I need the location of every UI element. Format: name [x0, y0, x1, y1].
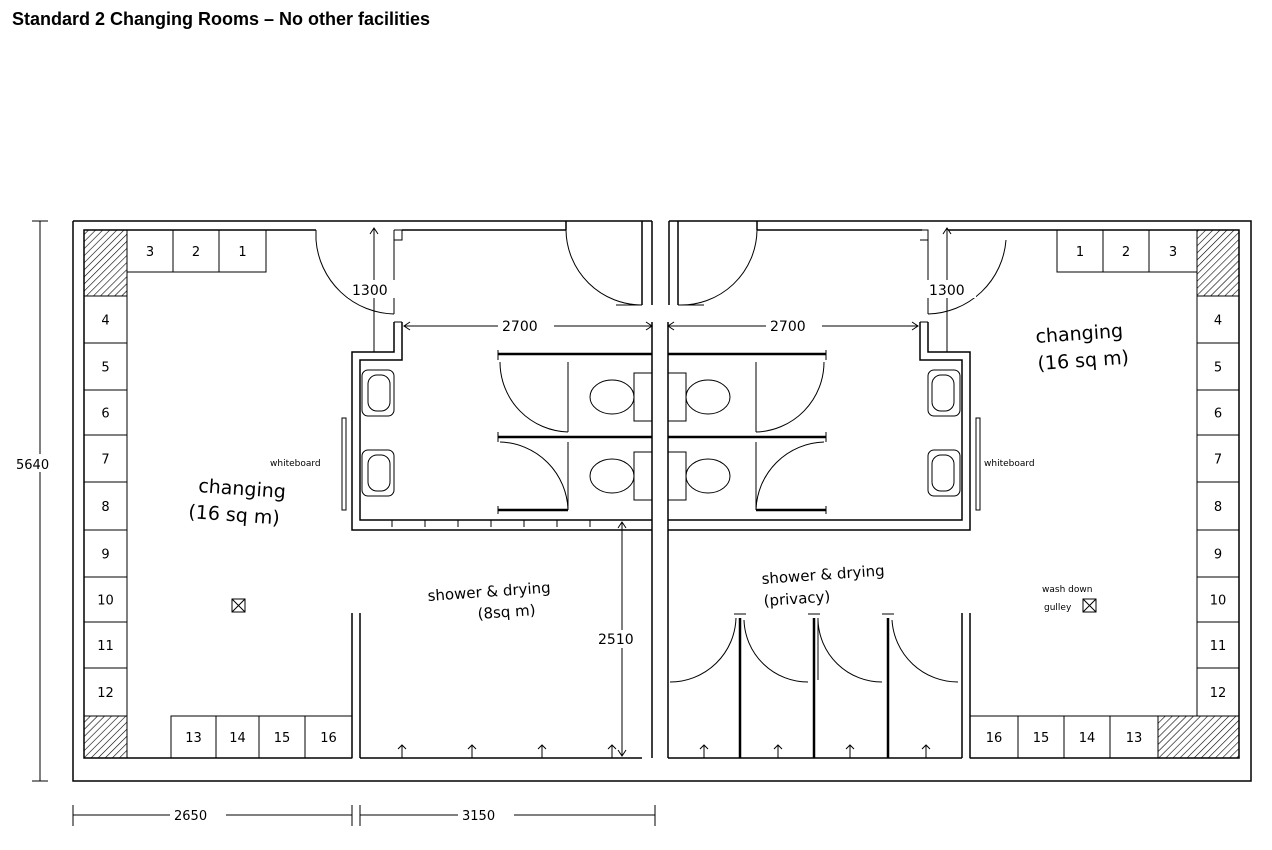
- left-locker-side-8-label: 12: [97, 686, 114, 701]
- right-locker-top-2: 3: [1148, 229, 1198, 273]
- dim-corridor-left: 1300: [352, 283, 388, 299]
- right-locker-bottom-2-label: 14: [1079, 731, 1096, 746]
- right-locker-bottom-3-label: 13: [1126, 731, 1143, 746]
- right-locker-top-0: 1: [1056, 229, 1104, 273]
- right-shower-label-2: (privacy): [763, 587, 831, 610]
- right-locker-side-6-label: 10: [1210, 594, 1227, 609]
- left-whiteboard-label: whiteboard: [270, 459, 321, 469]
- right-locker-bottom-1-label: 15: [1033, 731, 1050, 746]
- right-locker-bottom-2: 14: [1063, 715, 1111, 759]
- outer-walls: [72, 220, 1252, 782]
- left-locker-top-2: 1: [218, 229, 267, 273]
- dim-toilet-width-left: 2700: [502, 319, 538, 335]
- left-locker-side-5: 9: [83, 529, 128, 578]
- right-locker-bottom-0: 16: [969, 715, 1019, 759]
- right-locker-side-8: 12: [1196, 667, 1240, 717]
- right-locker-top-0-label: 1: [1076, 245, 1084, 260]
- left-locker-side-7-label: 11: [97, 639, 114, 654]
- dim-toilet-width-right: 2700: [770, 319, 806, 335]
- left-locker-side-3-label: 7: [101, 453, 109, 468]
- right-locker-side-5: 9: [1196, 529, 1240, 578]
- right-whiteboard-label: whiteboard: [984, 459, 1035, 469]
- right-locker-top-1: 2: [1102, 229, 1150, 273]
- page-title: Standard 2 Changing Rooms – No other fac…: [12, 9, 431, 29]
- right-locker-side-8-label: 12: [1210, 686, 1227, 701]
- left-locker-side-1: 5: [83, 342, 128, 391]
- right-changing-label-1: changing: [1035, 320, 1124, 348]
- left-locker-side-6-label: 10: [97, 594, 114, 609]
- left-locker-bottom-2: 15: [258, 715, 306, 759]
- left-locker-side-0: 4: [83, 295, 128, 344]
- left-locker-bottom-3: 16: [304, 715, 353, 759]
- right-locker-side-5-label: 9: [1214, 548, 1222, 563]
- toilet-block: [341, 350, 981, 514]
- right-locker-side-3-label: 7: [1214, 453, 1222, 468]
- whiteboard-right: [975, 417, 981, 511]
- left-locker-bottom-3-label: 16: [320, 731, 337, 746]
- left-locker-top-0-label: 3: [146, 245, 154, 260]
- left-locker-side-8: 12: [83, 667, 128, 717]
- right-locker-side-0-label: 4: [1214, 314, 1222, 329]
- right-locker-bottom-1: 15: [1017, 715, 1065, 759]
- left-shower-label-2: (8sq m): [477, 601, 536, 623]
- right-locker-side-3: 7: [1196, 434, 1240, 483]
- dim-bottom-left: 2650: [174, 809, 207, 824]
- floor-gulley-left: [231, 598, 246, 613]
- right-gulley-label-1: wash down: [1042, 585, 1092, 595]
- left-locker-top-0: 3: [126, 229, 174, 273]
- right-locker-side-1: 5: [1196, 342, 1240, 391]
- right-gulley-label-2: gulley: [1044, 603, 1072, 613]
- left-locker-side-0-label: 4: [101, 314, 109, 329]
- dim-bottom-right: 3150: [462, 809, 495, 824]
- left-changing-label-2: (16 sq m): [188, 501, 281, 529]
- right-changing-label-2: (16 sq m): [1037, 347, 1130, 375]
- left-locker-bottom-1: 14: [215, 715, 260, 759]
- left-locker-side-4-label: 8: [101, 500, 109, 515]
- right-locker-bottom-3: 13: [1109, 715, 1159, 759]
- dim-corridor-right: 1300: [929, 283, 965, 299]
- right-locker-side-0: 4: [1196, 295, 1240, 344]
- left-locker-bottom-2-label: 15: [274, 731, 291, 746]
- left-locker-bottom-0-label: 13: [185, 731, 202, 746]
- left-locker-bottom-0: 13: [170, 715, 217, 759]
- left-locker-top-1-label: 2: [192, 245, 200, 260]
- right-locker-side-6: 10: [1196, 576, 1240, 623]
- floor-gulley-right: [1082, 598, 1097, 613]
- left-locker-side-2-label: 6: [101, 407, 109, 422]
- doors: [315, 229, 1007, 315]
- right-locker-side-2: 6: [1196, 389, 1240, 436]
- left-locker-bottom-1-label: 14: [229, 731, 246, 746]
- right-locker-side-2-label: 6: [1214, 407, 1222, 422]
- left-locker-side-7: 11: [83, 621, 128, 669]
- left-locker-top-2-label: 1: [238, 245, 246, 260]
- left-changing-label-1: changing: [198, 475, 287, 503]
- shower-areas: [231, 520, 1097, 758]
- left-locker-side-5-label: 9: [101, 548, 109, 563]
- right-locker-side-4-label: 8: [1214, 500, 1222, 515]
- left-locker-side-1-label: 5: [101, 361, 109, 376]
- left-locker-side-4: 8: [83, 481, 128, 531]
- left-locker-side-2: 6: [83, 389, 128, 436]
- whiteboard-left: [341, 417, 347, 511]
- right-locker-side-4: 8: [1196, 481, 1240, 531]
- dim-shower-depth: 2510: [598, 632, 634, 648]
- left-locker-side-3: 7: [83, 434, 128, 483]
- right-locker-side-1-label: 5: [1214, 361, 1222, 376]
- right-locker-top-2-label: 3: [1169, 245, 1177, 260]
- right-locker-side-7-label: 11: [1210, 639, 1227, 654]
- right-locker-bottom-0-label: 16: [986, 731, 1003, 746]
- right-locker-top-1-label: 2: [1122, 245, 1130, 260]
- right-locker-side-7: 11: [1196, 621, 1240, 669]
- right-shower-label-1: shower & drying: [761, 561, 885, 588]
- left-locker-top-1: 2: [172, 229, 220, 273]
- left-locker-side-6: 10: [83, 576, 128, 623]
- dim-overall-height: 5640: [16, 458, 49, 473]
